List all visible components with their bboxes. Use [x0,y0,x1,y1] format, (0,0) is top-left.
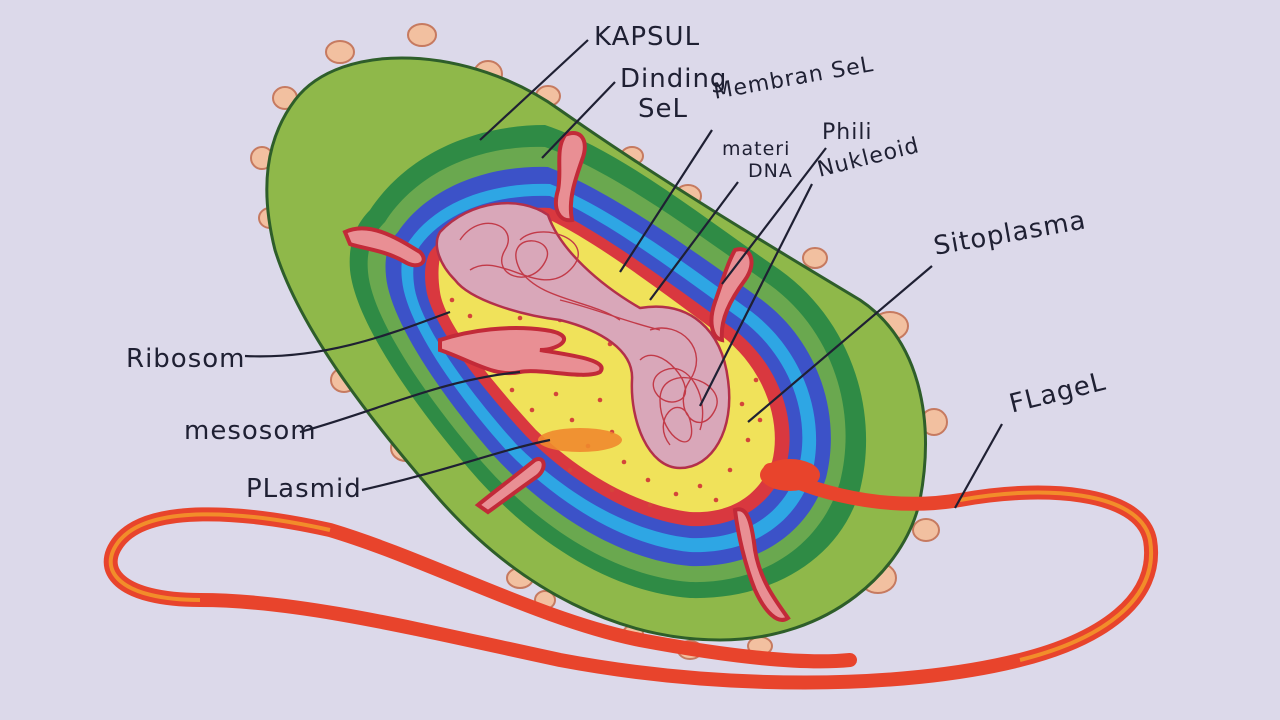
pilus [325,40,355,64]
pilus [802,247,828,269]
pilus [912,518,940,542]
leader-dna [649,181,739,301]
label-kapsul: KAPSUL [594,22,701,52]
leader-mesosom [299,370,521,434]
label-dinding-sel: SeL [638,94,688,124]
flagellum-base [760,459,820,491]
leader-flagel [954,423,1003,509]
label-dinding: Dinding [620,64,728,94]
dna-strands [459,222,718,446]
leader-ribosom [244,310,451,358]
leader-membran [619,129,713,273]
plasmid [538,428,622,452]
label-mesosom: mesosom [184,416,317,446]
pilus [407,23,437,47]
label-ribosom: Ribosom [126,344,246,374]
leader-lines [244,39,1003,509]
label-plasmid: PLasmid [246,474,362,504]
nucleoid [435,201,731,470]
label-materi: materi [722,138,791,160]
membrane-folds [342,131,791,622]
leader-nukleoid [699,183,813,407]
flagellum-highlight [108,490,1154,662]
leader-phili [721,147,827,285]
label-dna: DNA [748,160,793,182]
leader-kapsul [479,39,589,141]
label-phili: Phili [822,120,873,145]
leader-dinding [541,81,616,159]
leader-plasmid [361,438,551,492]
leader-sitoplasma [747,265,933,423]
